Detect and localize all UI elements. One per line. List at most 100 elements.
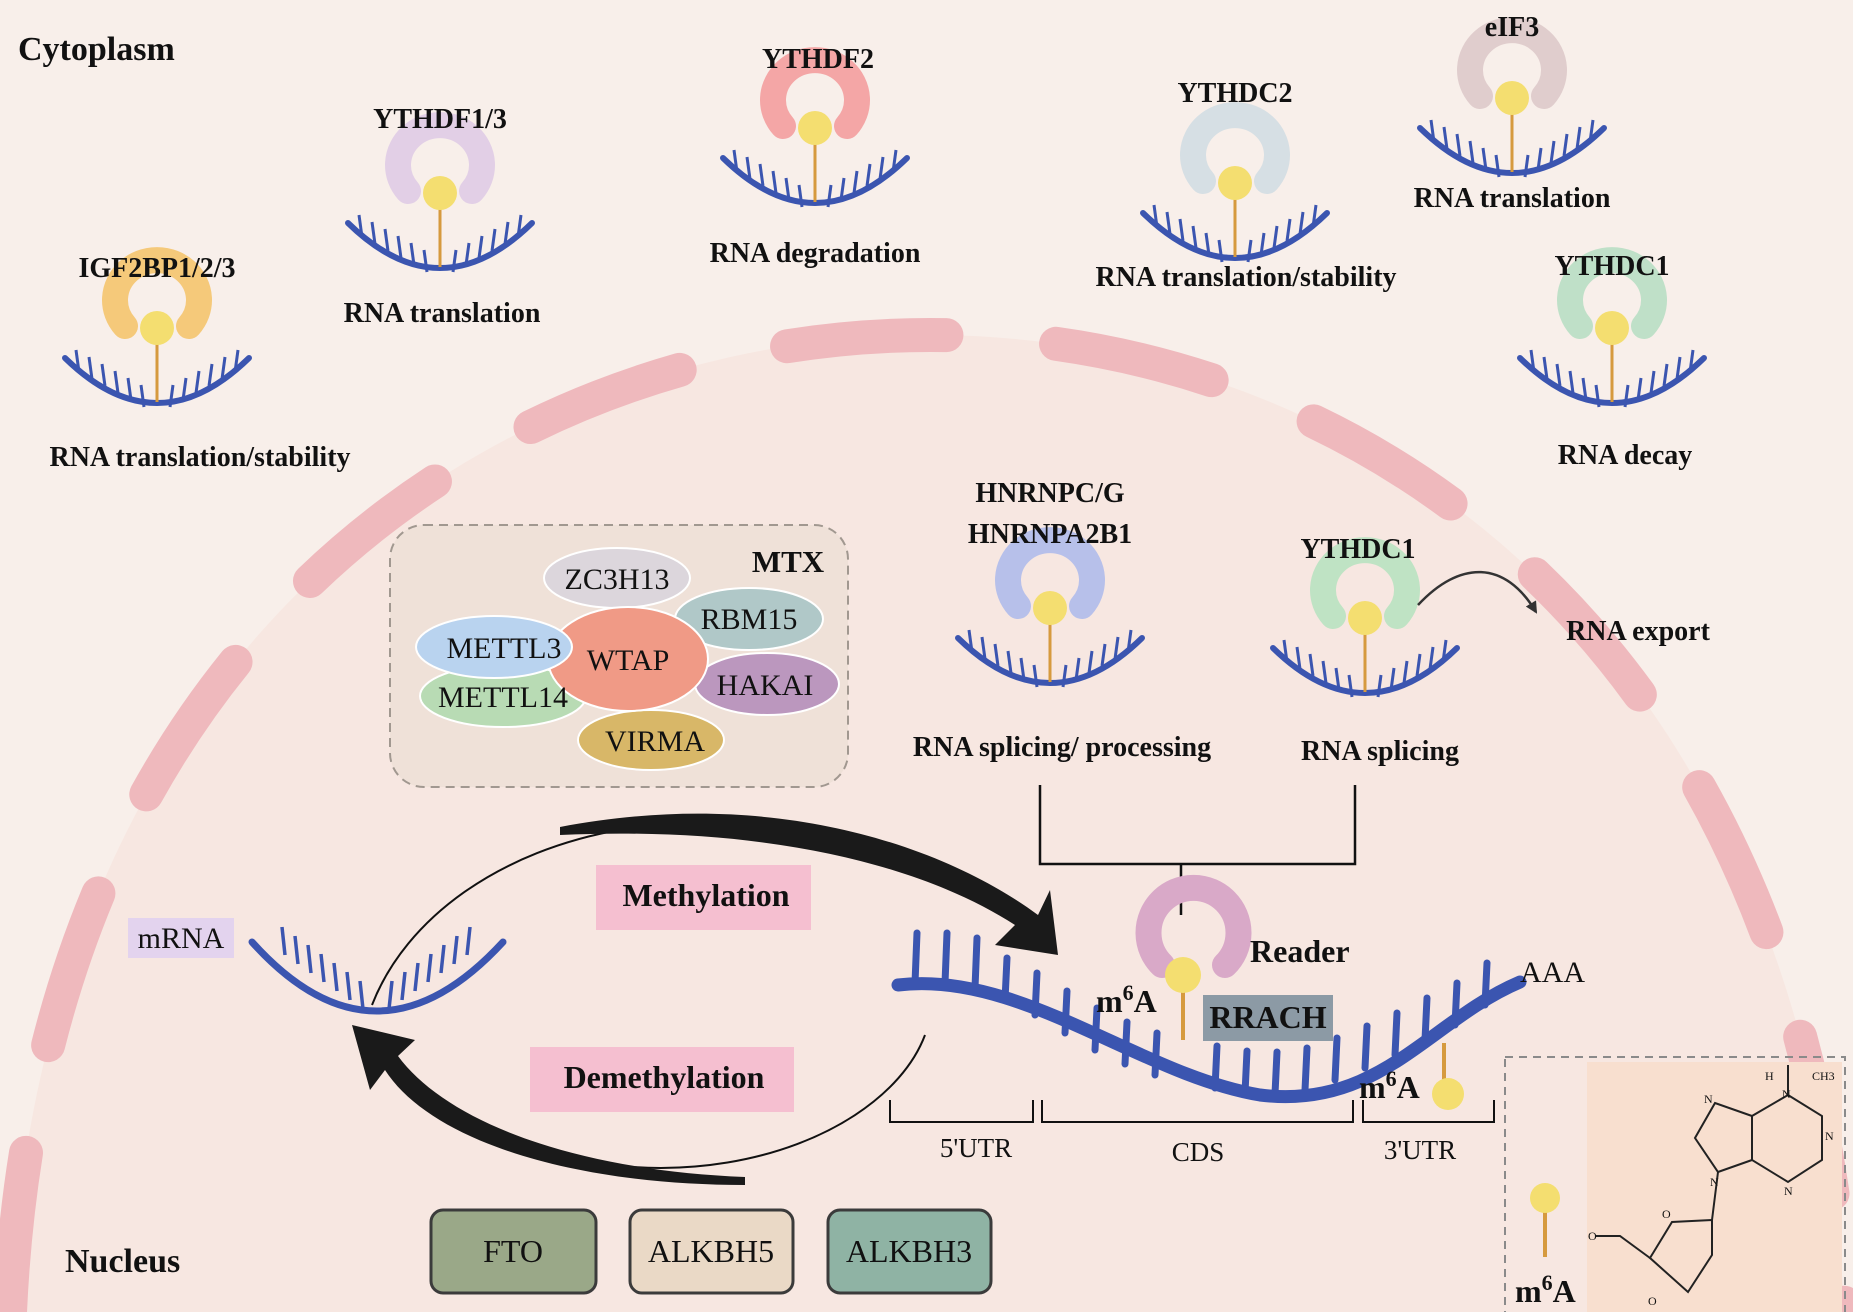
reader-icon-7: [1270, 537, 1460, 698]
main-m6a-ball: [1165, 957, 1201, 993]
rna-base: [1442, 126, 1449, 150]
fto-box: [429, 1208, 598, 1295]
rna-base: [396, 235, 403, 259]
rna-base: [1542, 356, 1549, 380]
rna-base: [465, 926, 472, 956]
rna-base: [1100, 643, 1107, 667]
reader-icons: [62, 17, 1707, 698]
rna-base: [306, 944, 313, 974]
reader-protein-5: [1557, 247, 1667, 339]
rna-strand: [1517, 355, 1707, 406]
m6a-ball: [423, 176, 457, 210]
reader-protein-3: [1457, 17, 1567, 109]
rna-base: [1113, 636, 1120, 660]
reader-function-eif3: RNA translation: [1414, 183, 1611, 214]
rna-base: [1178, 218, 1185, 242]
rna-base: [1308, 653, 1315, 677]
rna-base: [383, 228, 390, 252]
virma-ellipse: [577, 709, 725, 771]
reader-icon-2: [1140, 102, 1330, 263]
rna-base: [503, 221, 510, 245]
main-reader-protein: [1135, 874, 1252, 978]
mrna-backbone: [891, 975, 1527, 1104]
rna-strand: [62, 355, 252, 406]
rna-base: [400, 971, 407, 1001]
reader-protein-0: [385, 112, 495, 204]
reader-name-ythdc2: YTHDC2: [1177, 78, 1292, 109]
rna-base: [280, 926, 287, 956]
rna-base: [1675, 356, 1682, 380]
mettl3-ellipse: [415, 615, 573, 679]
rna-strand: [1270, 645, 1460, 696]
rna-base: [1272, 225, 1279, 249]
mrna-base: [1361, 1022, 1371, 1072]
rna-base: [452, 935, 459, 965]
rna-base: [477, 235, 484, 259]
glycosidic-bond: [1711, 1171, 1719, 1221]
reader-icon-3: [1417, 17, 1607, 178]
mrna-base: [971, 934, 981, 992]
alkbh5-box: [628, 1208, 795, 1295]
mrna-base: [1391, 1009, 1401, 1059]
utr3-m6a-ball: [1432, 1078, 1464, 1110]
rna-base: [490, 228, 497, 252]
rna-base: [1568, 370, 1575, 394]
mrna-base: [1421, 994, 1431, 1044]
m6a-label-utr3: m6A: [1359, 1066, 1420, 1105]
m6a-ball: [140, 311, 174, 345]
reader-function-ythdf13: RNA translation: [344, 298, 541, 329]
rna-base: [1575, 126, 1582, 150]
ribose-ring: [1648, 1218, 1713, 1294]
poly-a-label: AAA: [1520, 956, 1585, 989]
reader-name-ythdf13: YTHDF1/3: [373, 104, 507, 135]
reader-icon-0: [345, 112, 535, 273]
rna-base: [745, 156, 752, 180]
methylation-arrow: [560, 813, 1058, 955]
rna-base: [87, 356, 94, 380]
ribose-side-bond: [1596, 1235, 1651, 1259]
alkbh3-label: ALKBH3: [846, 1233, 972, 1269]
mrna-label: mRNA: [138, 922, 225, 955]
m6a-ball: [1218, 166, 1252, 200]
rna-base: [993, 643, 1000, 667]
rna-base: [207, 363, 214, 387]
left-mrna-strand: [248, 926, 507, 1015]
export-arrow: [1417, 570, 1538, 614]
mrna-base: [1271, 1048, 1281, 1098]
rna-base: [194, 370, 201, 394]
rna-base: [1562, 133, 1569, 157]
m6a-ball: [1348, 601, 1382, 635]
mrna-base: [941, 929, 951, 987]
mtx-title: MTX: [752, 544, 825, 579]
rna-base: [1165, 211, 1172, 235]
rna-base: [113, 370, 120, 394]
m6a-ball: [1595, 311, 1629, 345]
rna-base: [1321, 660, 1328, 684]
rna-base: [1295, 646, 1302, 670]
rna-base: [758, 163, 765, 187]
utr5-bracket: [889, 1100, 1034, 1123]
rna-strand: [1140, 210, 1330, 261]
m6a-chemical-structure: [1596, 1065, 1823, 1294]
rna-base: [1549, 140, 1556, 164]
atom-n1: N: [1825, 1129, 1834, 1143]
cytoplasm-label: Cytoplasm: [18, 31, 175, 68]
mettl3-label: METTL3: [447, 632, 562, 665]
atom-n9: N: [1710, 1175, 1719, 1189]
reader-protein-7: [1310, 537, 1420, 629]
rna-base: [878, 156, 885, 180]
reader-icon-5: [1517, 247, 1707, 408]
rna-base: [319, 953, 326, 983]
rna-base: [220, 356, 227, 380]
reader-name-eif3: eIF3: [1485, 12, 1539, 43]
demethylation-label: Demethylation: [564, 1059, 765, 1095]
reader-label: Reader: [1250, 933, 1350, 969]
mrna-base: [911, 929, 921, 987]
rna-base: [1415, 653, 1422, 677]
reader-protein-6: [995, 527, 1105, 619]
rrach-label: RRACH: [1209, 999, 1326, 1035]
mrna-base: [1301, 1044, 1311, 1094]
reader-protein-4: [102, 247, 212, 339]
rna-base: [1298, 211, 1305, 235]
